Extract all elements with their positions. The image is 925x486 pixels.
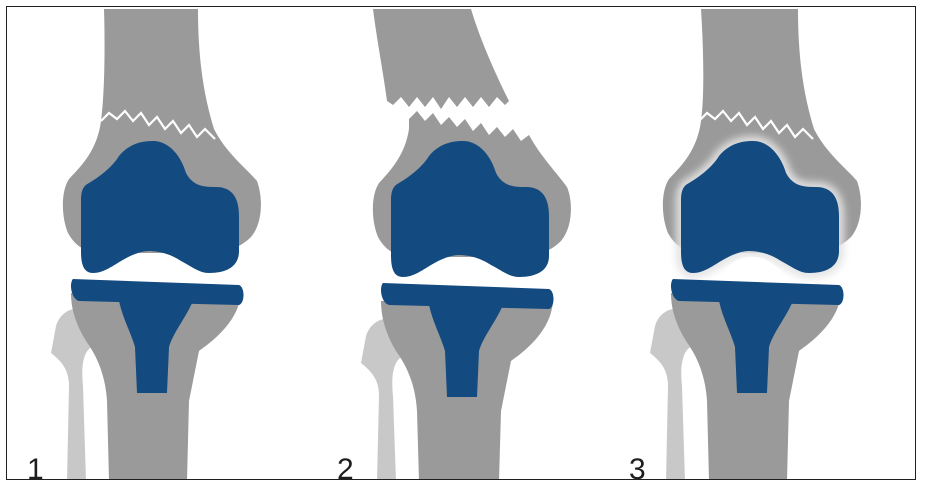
femur-shaft-displaced-2 (373, 9, 509, 109)
panel-1: 1 (27, 9, 261, 480)
figure-frame: 1 2 (6, 6, 916, 480)
panel-number-3: 3 (629, 453, 646, 480)
joint-gap-1 (123, 257, 183, 273)
knee-implant-diagram: 1 2 (7, 7, 916, 480)
panel-3: 3 (629, 9, 861, 480)
panel-number-1: 1 (27, 453, 44, 480)
panel-2: 2 (337, 9, 571, 480)
joint-gap-2 (433, 261, 493, 277)
panel-number-2: 2 (337, 453, 354, 480)
